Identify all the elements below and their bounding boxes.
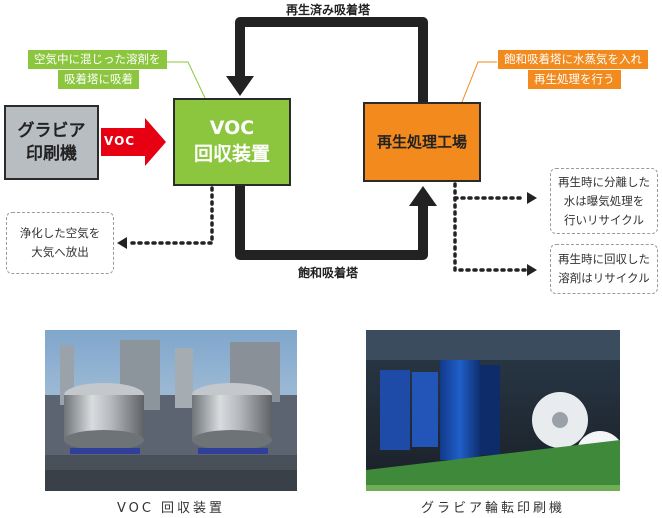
right-callout-leader (461, 61, 497, 103)
adsorb-callout-line1: 空気中に混じった溶剤を (28, 50, 167, 69)
purified-air-note: 浄化した空気を 大気へ放出 (6, 212, 114, 274)
voc-arrow-label: VOC (104, 134, 136, 148)
solvent-arrowhead (527, 264, 537, 276)
solvent-recycle-note: 再生時に回収した 溶剤はリサイクル (550, 244, 658, 294)
water-recycle-note: 再生時に分離した 水は曝気処理を 行いリサイクル (550, 168, 658, 234)
regen-callout-line1: 飽和吸着塔に水蒸気を入れ (498, 50, 648, 69)
gravure-press-photo (366, 330, 620, 491)
gravure-printer-box: グラビア 印刷機 (4, 105, 99, 180)
voc-recovery-label-line2: 回収装置 (193, 143, 270, 165)
purified-air-note-text: 浄化した空気を 大気へ放出 (19, 226, 101, 259)
bottom-arrow-label: 飽和吸着塔 (298, 266, 359, 280)
solvent-connector (453, 196, 527, 272)
top-return-arrow (235, 17, 428, 102)
purified-air-arrowhead (117, 237, 127, 249)
press-photo-caption: グラビア輪転印刷機 (420, 501, 565, 516)
regeneration-plant-box: 再生処理工場 (363, 102, 481, 182)
voc-recovery-label-line1: VOC (209, 117, 255, 140)
water-arrowhead (527, 192, 537, 204)
regen-callout-line2: 再生処理を行う (528, 70, 621, 89)
gravure-printer-label: グラビア 印刷機 (17, 120, 86, 164)
regeneration-plant-label: 再生処理工場 (376, 132, 467, 151)
adsorb-callout-line2: 吸着塔に吸着 (58, 70, 139, 89)
left-callout-leader (164, 61, 206, 99)
water-connector (453, 182, 527, 200)
bottom-send-arrow (235, 186, 428, 260)
voc-recovery-box: VOC 回収装置 (173, 98, 291, 186)
bottom-send-arrowhead (409, 186, 437, 206)
top-return-arrowhead (226, 76, 254, 96)
solvent-recycle-note-text: 再生時に回収した 溶剤はリサイクル (558, 252, 650, 285)
top-arrow-label: 再生済み吸着塔 (286, 3, 371, 17)
voc-photo-caption: VOC 回収装置 (116, 501, 226, 516)
water-recycle-note-text: 再生時に分離した 水は曝気処理を 行いリサイクル (558, 174, 650, 227)
voc-flow-arrow (101, 118, 166, 166)
purified-air-connector (128, 186, 214, 245)
voc-unit-photo (45, 330, 297, 491)
